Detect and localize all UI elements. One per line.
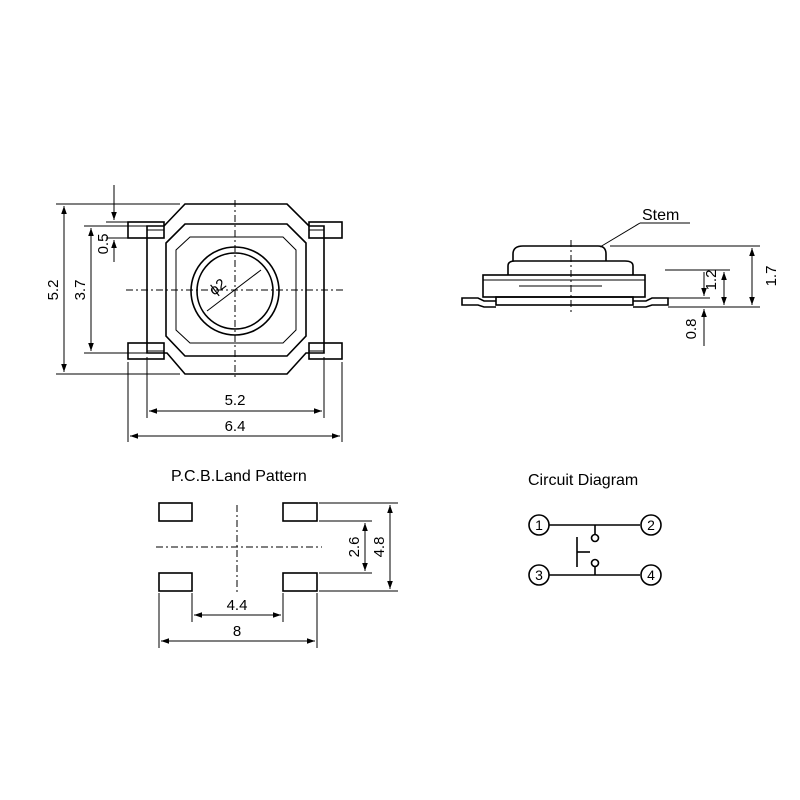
pin-2-circle (640, 514, 662, 536)
width-body-label: 5.2 (225, 392, 246, 409)
land-pattern-title: P.C.B.Land Pattern (171, 468, 307, 485)
circuit-diagram: Circuit Diagram 1 2 3 4 (528, 472, 662, 586)
stem-label: Stem (642, 207, 679, 224)
pin-1-label: 1 (535, 517, 543, 533)
inner-width-label: 4.4 (227, 597, 248, 614)
pin-4-circle (640, 564, 662, 586)
pin-2-label: 2 (647, 517, 655, 533)
land-pattern: P.C.B.Land Pattern 4.4 8 2.6 4.8 (156, 468, 398, 648)
pad-top-right (282, 502, 318, 522)
body-height-label: 1.2 (703, 270, 720, 291)
lead-width-label: 0.5 (95, 234, 112, 255)
side-base (495, 296, 634, 306)
stem-diameter-label: ϕ2 (206, 275, 230, 299)
pad-bottom-right (282, 572, 318, 592)
height-inner-label: 3.7 (72, 280, 89, 301)
pad-top-left (158, 502, 193, 522)
contact-bottom (590, 558, 600, 568)
outer-width-label: 8 (233, 623, 241, 640)
top-view: ϕ2 5.2 3.7 0.5 5.2 6.4 (45, 185, 344, 442)
side-lead-right (633, 297, 669, 308)
contact-top (590, 533, 600, 543)
total-height-label: 1.7 (763, 266, 780, 287)
cap-shape (507, 260, 634, 275)
lead-height-label: 0.8 (683, 319, 700, 340)
inner-height-label: 2.6 (346, 537, 363, 558)
side-lead-left (461, 297, 496, 308)
circuit-title: Circuit Diagram (528, 472, 638, 489)
stem-inner-circle (196, 252, 274, 330)
body-inner-outline (165, 223, 307, 357)
pad-bottom-left (158, 572, 193, 592)
width-overall-label: 6.4 (225, 418, 246, 435)
side-view: Stem 1.7 1.2 0.8 (461, 207, 780, 346)
pin-1-circle (528, 514, 550, 536)
height-outer-label: 5.2 (45, 280, 62, 301)
pin-4-label: 4 (647, 567, 655, 583)
outer-height-label: 4.8 (371, 537, 388, 558)
pin-3-label: 3 (535, 567, 543, 583)
stem-shape (512, 245, 607, 261)
body-cap-outline (175, 236, 297, 344)
pin-3-circle (528, 564, 550, 586)
